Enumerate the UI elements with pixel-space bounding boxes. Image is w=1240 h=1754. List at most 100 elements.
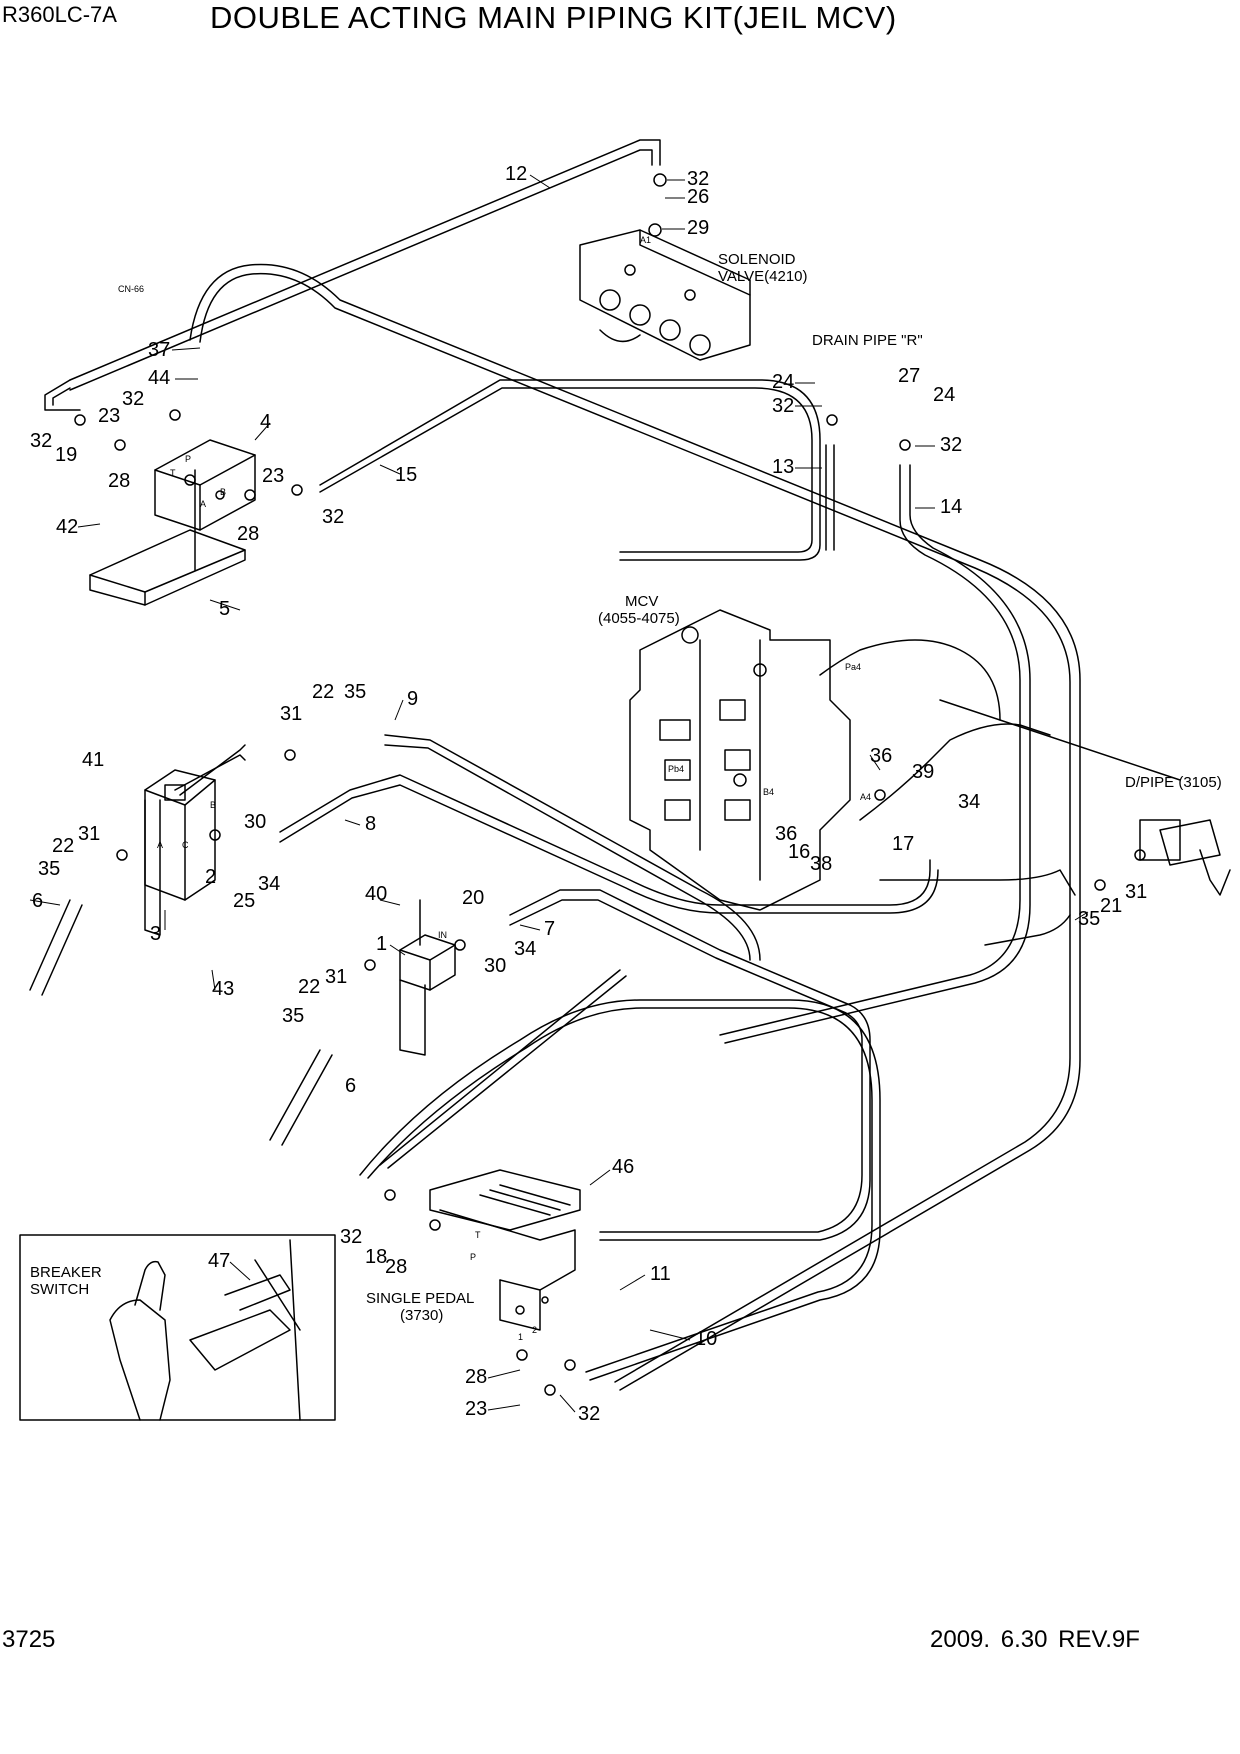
callout-31: 31 xyxy=(325,966,347,988)
pedal-port-p: P xyxy=(470,1252,476,1262)
callout-8: 8 xyxy=(365,813,376,835)
callout-23: 23 xyxy=(465,1398,487,1420)
callout-32: 32 xyxy=(687,168,709,190)
port-a: A xyxy=(200,499,206,509)
valve-block-1 xyxy=(399,899,456,1056)
callout-11: 11 xyxy=(650,1263,671,1285)
callout-36: 36 xyxy=(775,823,797,845)
mcv-body xyxy=(629,609,851,911)
pedal-port-t: T xyxy=(475,1230,481,1240)
callout-26: 26 xyxy=(687,186,709,208)
hose-loop-upper xyxy=(189,263,1081,1391)
callout-31: 31 xyxy=(1125,881,1147,903)
callout-27: 27 xyxy=(898,365,920,387)
callout-16: 16 xyxy=(788,841,810,863)
callout-21: 21 xyxy=(1100,895,1122,917)
callout-13: 13 xyxy=(772,456,794,478)
callout-4: 4 xyxy=(260,411,271,433)
pedal-port-1: 1 xyxy=(518,1332,523,1342)
callout-31: 31 xyxy=(78,823,100,845)
callout-1: 1 xyxy=(376,933,387,955)
single-pedal xyxy=(429,1169,581,1331)
hose-15 xyxy=(319,379,821,561)
callout-34: 34 xyxy=(514,938,536,960)
page-number: 3725 xyxy=(2,1626,56,1653)
hose-7 xyxy=(509,889,871,1241)
port-pa4: Pa4 xyxy=(845,662,861,672)
callout-10: 10 xyxy=(695,1328,717,1350)
callout-47: 47 xyxy=(208,1250,230,1272)
callout-29: 29 xyxy=(687,217,709,239)
solenoid-valve xyxy=(579,229,751,361)
solenoid-valve-code: VALVE(4210) xyxy=(718,268,808,285)
mcv-label: MCV xyxy=(625,593,658,610)
callout-34: 34 xyxy=(958,791,980,813)
callout-14: 14 xyxy=(940,496,962,518)
port-a4: A4 xyxy=(860,792,871,802)
callout-7: 7 xyxy=(544,918,555,940)
port-b: B xyxy=(220,487,226,497)
callout-23: 23 xyxy=(262,465,284,487)
breaker-switch-label-2: SWITCH xyxy=(30,1281,89,1298)
callout-35: 35 xyxy=(1078,908,1100,930)
solenoid-valve-label: SOLENOID xyxy=(718,251,796,268)
callout-2: 2 xyxy=(205,866,216,888)
callout-24: 24 xyxy=(933,384,955,406)
callout-32: 32 xyxy=(940,434,962,456)
callout-32: 32 xyxy=(340,1226,362,1248)
callout-32: 32 xyxy=(122,388,144,410)
callout-22: 22 xyxy=(298,976,320,998)
callout-9: 9 xyxy=(407,688,418,710)
callout-18: 18 xyxy=(365,1246,387,1268)
callout-28: 28 xyxy=(385,1256,407,1278)
callout-44: 44 xyxy=(148,367,170,389)
callout-35: 35 xyxy=(282,1005,304,1027)
callout-17: 17 xyxy=(892,833,914,855)
callout-32: 32 xyxy=(30,430,52,452)
callout-20: 20 xyxy=(462,887,484,909)
diagram-title: DOUBLE ACTING MAIN PIPING KIT(JEIL MCV) xyxy=(210,0,897,35)
valve-block-4 xyxy=(154,439,256,531)
hose-8 xyxy=(279,774,939,914)
mcv-code: (4055-4075) xyxy=(598,610,680,627)
connector-label: CN-66 xyxy=(118,284,144,294)
callout-34: 34 xyxy=(258,873,280,895)
callout-46: 46 xyxy=(612,1156,634,1178)
callout-32: 32 xyxy=(772,395,794,417)
callout-31: 31 xyxy=(280,703,302,725)
pedal-port-2: 2 xyxy=(532,1325,537,1335)
callout-38: 38 xyxy=(810,853,832,875)
base-plate-5 xyxy=(89,469,246,606)
d-pipe-assembly xyxy=(939,699,1231,896)
hose-9 xyxy=(384,734,761,961)
callout-36: 36 xyxy=(870,745,892,767)
hose-to-d-pipe xyxy=(819,639,1076,946)
single-pedal-code: (3730) xyxy=(400,1307,443,1324)
callout-19: 19 xyxy=(55,444,77,466)
callout-30: 30 xyxy=(484,955,506,977)
callout-42: 42 xyxy=(56,516,78,538)
port-selector-a: A xyxy=(157,840,163,850)
hose-6 xyxy=(29,899,333,1146)
port-t: T xyxy=(170,468,176,478)
callout-39: 39 xyxy=(912,761,934,783)
callout-37: 37 xyxy=(148,339,170,361)
callout-15: 15 xyxy=(395,464,417,486)
port-p: P xyxy=(185,454,191,464)
callout-28: 28 xyxy=(108,470,130,492)
hose-13 xyxy=(825,444,835,551)
callout-28: 28 xyxy=(237,523,259,545)
revision-date: 2009. 6.30 REV.9F xyxy=(930,1626,1140,1653)
breaker-switch-label: BREAKER xyxy=(30,1264,102,1281)
port-in: IN xyxy=(438,930,447,940)
breaker-switch-inset xyxy=(19,1234,336,1421)
single-pedal-label: SINGLE PEDAL xyxy=(366,1290,474,1307)
callout-32: 32 xyxy=(578,1403,600,1425)
bracket-3 xyxy=(144,799,161,936)
callout-24: 24 xyxy=(772,371,794,393)
callout-30: 30 xyxy=(244,811,266,833)
callout-35: 35 xyxy=(38,858,60,880)
model-code: R360LC-7A xyxy=(2,2,117,27)
callout-41: 41 xyxy=(82,749,104,771)
